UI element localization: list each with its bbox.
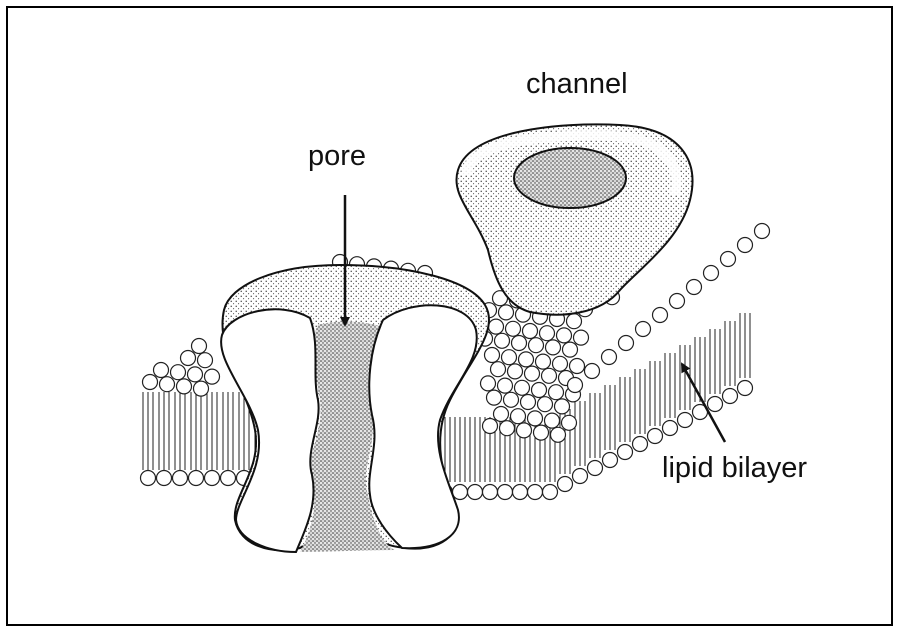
lipid-head bbox=[670, 294, 685, 309]
lipid-head bbox=[525, 366, 540, 381]
lipid-head bbox=[678, 413, 693, 428]
lipid-head bbox=[546, 340, 561, 355]
lipid-head bbox=[619, 336, 634, 351]
lipid-head bbox=[521, 395, 536, 410]
lipid-head bbox=[663, 421, 678, 436]
lipid-head bbox=[494, 407, 509, 422]
lipid-head bbox=[738, 238, 753, 253]
lipid-head bbox=[512, 336, 527, 351]
lipid-head bbox=[511, 409, 526, 424]
lipid-head bbox=[704, 266, 719, 281]
lipid-head bbox=[453, 485, 468, 500]
lipid-head bbox=[573, 469, 588, 484]
lipid-head bbox=[517, 423, 532, 438]
lipid-head bbox=[555, 399, 570, 414]
lipid-head bbox=[205, 369, 220, 384]
lipid-head bbox=[498, 485, 513, 500]
lipid-head bbox=[536, 354, 551, 369]
lipid-head bbox=[143, 375, 158, 390]
lipid-head bbox=[495, 333, 510, 348]
lipid-head bbox=[602, 350, 617, 365]
lipid-head bbox=[529, 338, 544, 353]
lipid-bilayer-label: lipid bilayer bbox=[662, 452, 807, 485]
lipid-head bbox=[508, 364, 523, 379]
lipid-head bbox=[160, 377, 175, 392]
lipid-head bbox=[538, 397, 553, 412]
lipid-head bbox=[648, 429, 663, 444]
membrane-channel-illustration bbox=[0, 0, 901, 598]
lipid-head bbox=[528, 411, 543, 426]
lipid-head bbox=[585, 364, 600, 379]
lipid-head bbox=[500, 421, 515, 436]
lipid-head bbox=[171, 365, 186, 380]
lipid-head bbox=[192, 339, 207, 354]
lipid-head bbox=[487, 390, 502, 405]
lipid-head bbox=[563, 342, 578, 357]
lipid-head bbox=[633, 437, 648, 452]
lipid-head bbox=[173, 471, 188, 486]
lipid-head bbox=[189, 471, 204, 486]
lipid-head bbox=[513, 485, 528, 500]
pore-label: pore bbox=[308, 140, 366, 173]
lipid-head bbox=[603, 453, 618, 468]
lipid-head bbox=[567, 314, 582, 329]
lipid-head bbox=[205, 471, 220, 486]
lipid-head bbox=[221, 471, 236, 486]
lipid-head bbox=[636, 322, 651, 337]
lipid-head bbox=[558, 477, 573, 492]
lipid-head bbox=[574, 330, 589, 345]
lipid-head bbox=[542, 368, 557, 383]
channel-label: channel bbox=[526, 68, 628, 101]
lipid-head bbox=[708, 397, 723, 412]
lipid-head bbox=[570, 359, 585, 374]
lipid-head bbox=[687, 280, 702, 295]
lipid-head bbox=[540, 326, 555, 341]
lipid-head bbox=[483, 419, 498, 434]
lipid-head bbox=[549, 385, 564, 400]
lipid-head bbox=[543, 485, 558, 500]
lipid-head bbox=[755, 224, 770, 239]
lipid-head bbox=[498, 378, 513, 393]
lipid-head bbox=[502, 350, 517, 365]
lipid-head bbox=[157, 471, 172, 486]
lipid-head bbox=[723, 389, 738, 404]
lipid-head bbox=[534, 425, 549, 440]
lipid-head bbox=[568, 378, 583, 393]
lipid-head bbox=[653, 308, 668, 323]
lipid-head bbox=[738, 381, 753, 396]
lipid-head bbox=[519, 352, 534, 367]
lipid-head bbox=[188, 367, 203, 382]
lipid-head bbox=[485, 348, 500, 363]
lipid-head bbox=[141, 471, 156, 486]
lipid-head bbox=[491, 362, 506, 377]
lipid-head bbox=[588, 461, 603, 476]
lipid-head bbox=[551, 427, 566, 442]
lipid-head bbox=[721, 252, 736, 267]
lipid-head bbox=[499, 305, 514, 320]
lipid-head bbox=[506, 321, 521, 336]
lipid-head bbox=[481, 376, 496, 391]
lipid-head bbox=[198, 353, 213, 368]
lipid-head bbox=[618, 445, 633, 460]
lipid-head bbox=[553, 356, 568, 371]
lipid-head bbox=[515, 380, 530, 395]
lipid-head bbox=[523, 324, 538, 339]
lipid-head bbox=[562, 415, 577, 430]
lipid-head bbox=[557, 328, 572, 343]
lipid-head bbox=[528, 485, 543, 500]
lipid-head bbox=[483, 485, 498, 500]
lipid-head bbox=[489, 319, 504, 334]
lipid-head bbox=[504, 392, 519, 407]
lipid-head bbox=[177, 379, 192, 394]
lipid-head bbox=[154, 363, 169, 378]
lipid-head bbox=[468, 485, 483, 500]
lipid-head bbox=[181, 351, 196, 366]
lipid-head bbox=[532, 383, 547, 398]
lipid-head bbox=[545, 413, 560, 428]
lipid-head bbox=[194, 381, 209, 396]
